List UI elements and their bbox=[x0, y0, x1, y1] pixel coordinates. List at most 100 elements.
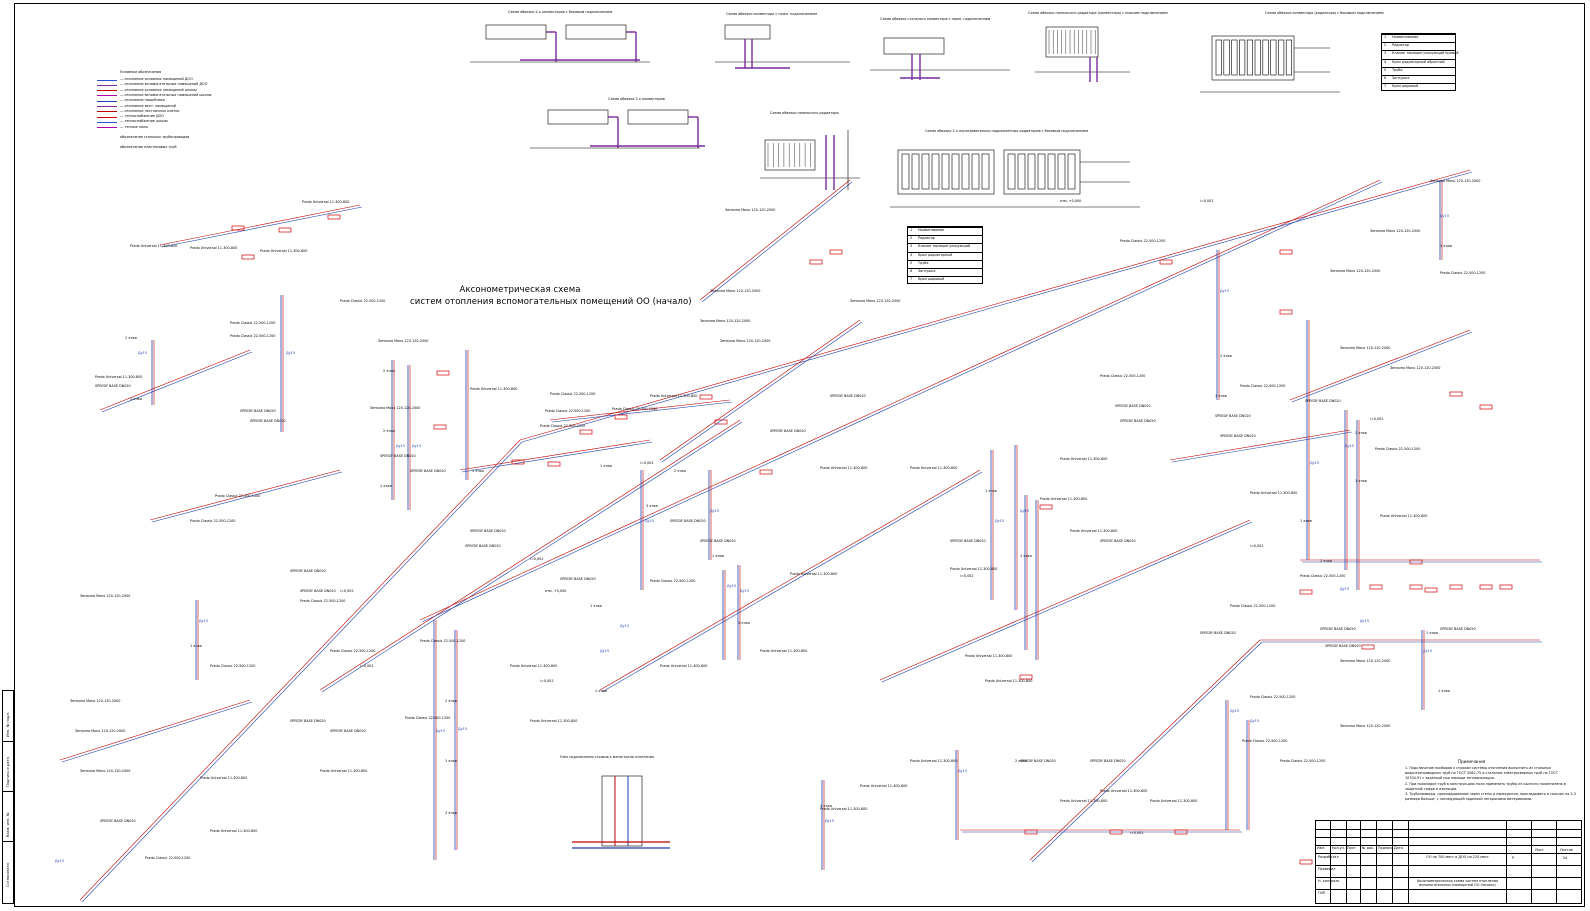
radiator-label: Prado Classic 22-500-1200 bbox=[405, 716, 451, 720]
valve-label: SPEEDY BASE DN020 bbox=[1200, 631, 1236, 635]
convector bbox=[565, 24, 627, 40]
radiator-section bbox=[961, 153, 970, 190]
detail-title-5: Схема обвязки конвектора (радиатора) с б… bbox=[1265, 11, 1384, 15]
radiator-section bbox=[1007, 153, 1016, 190]
stamp-sheets-label: Листов bbox=[1560, 848, 1573, 852]
strip-label: Согласовано bbox=[6, 862, 10, 887]
spec-row: Радиатор bbox=[918, 236, 935, 241]
radiator-label: Prado Classic 22-500-1200 bbox=[1242, 739, 1288, 743]
convector bbox=[627, 109, 689, 125]
spec-row: Кран шаровый bbox=[918, 277, 945, 282]
valve-label: SPEEDY BASE DN020 bbox=[1100, 539, 1136, 543]
spec-row: Наименование bbox=[1392, 35, 1419, 39]
valve-label: SPEEDY BASE DN020 bbox=[330, 729, 366, 733]
radiator-label: Prado Universal 11-300-800 bbox=[910, 466, 958, 470]
pipe-size-label: Ду15 bbox=[55, 859, 64, 863]
valve-label: SPEEDY BASE DN020 bbox=[250, 419, 286, 423]
radiator-symbol bbox=[1479, 404, 1493, 410]
main-trunk bbox=[1029, 639, 1261, 861]
radiator-label: Prado Universal 11-300-800 bbox=[1060, 457, 1108, 461]
radiator-symbol bbox=[231, 225, 245, 231]
radiator-symbol bbox=[579, 429, 593, 435]
pipe-size-label: Ду15 bbox=[1020, 509, 1029, 513]
radiator-label: Prado Universal 11-300-800 bbox=[965, 654, 1013, 658]
radiator-label: Prado Universal 11-300-800 bbox=[530, 719, 578, 723]
floor-marker: 1 этаж bbox=[190, 644, 203, 648]
floor-marker: 1 этаж bbox=[985, 489, 998, 493]
radiator-symbol bbox=[1449, 584, 1463, 590]
radiator-section bbox=[1047, 153, 1056, 190]
gradient-label: i=0,002 bbox=[1250, 544, 1264, 548]
radiator-label: Prado Classic 22-500-1200 bbox=[545, 409, 591, 413]
main-trunk bbox=[149, 469, 341, 521]
pipe-size-label: Ду15 bbox=[458, 727, 467, 731]
spec-index: 7 bbox=[910, 277, 913, 282]
legend-swatch bbox=[97, 111, 117, 113]
stamp-role: Н. контроль bbox=[1318, 879, 1340, 883]
title-block: ОО на 700 мест и ДОО на 220 мест Аксоном… bbox=[1315, 820, 1582, 904]
gradient-label: i=0,002 bbox=[1200, 199, 1214, 203]
strip-label: Инв. № подл. bbox=[6, 712, 10, 737]
main-trunk bbox=[79, 439, 521, 901]
radiator-section bbox=[1067, 153, 1076, 190]
radiator-symbol bbox=[547, 461, 561, 467]
radiator-label: Prado Universal 11-300-800 bbox=[510, 664, 558, 668]
drawing-title-line2: систем отопления вспомогательных помещен… bbox=[410, 297, 692, 307]
spec-row: Кран радиаторный bbox=[918, 252, 953, 257]
spec-index: 2 bbox=[910, 236, 913, 241]
radiator-label: Prado Universal 11-300-800 bbox=[1250, 491, 1298, 495]
radiator-section bbox=[941, 153, 950, 190]
detail-title-2: Схема обвязки конвектора с нижн. подключ… bbox=[726, 12, 817, 16]
radiator-section bbox=[1239, 39, 1246, 76]
floor-marker: 2 этаж bbox=[1015, 759, 1028, 763]
pipe-network bbox=[59, 169, 1542, 903]
legend-item: — отопление вспомогательных помещений ДО… bbox=[120, 82, 208, 87]
legend-swatch bbox=[97, 121, 117, 123]
radiator-label: Зенкина Mono 120-120-2000 bbox=[378, 339, 429, 343]
floor-marker: 1 этаж bbox=[1440, 244, 1453, 248]
main-trunk bbox=[61, 701, 253, 763]
radiator-label: Prado Universal 11-300-800 bbox=[790, 572, 838, 576]
drawing-frame bbox=[14, 3, 1585, 907]
pipe-size-label: Ду15 bbox=[199, 619, 208, 623]
pipe-size-label: Ду15 bbox=[620, 624, 629, 628]
main-trunk bbox=[1009, 169, 1471, 301]
floor-marker: 1 этаж bbox=[595, 689, 608, 693]
stamp-stage: Р bbox=[1512, 856, 1515, 860]
radiator-label: Prado Classic 22-500-1200 bbox=[230, 334, 276, 338]
radiator-label: Prado Universal 11-300-800 bbox=[1150, 799, 1198, 803]
radiator-symbol bbox=[1479, 584, 1493, 590]
valve-label: SPEEDY BASE DN020 bbox=[100, 819, 136, 823]
panel-radiator bbox=[897, 149, 995, 195]
valve-label: SPEEDY BASE DN020 bbox=[1115, 404, 1151, 408]
radiator-label: Prado Classic 22-500-1200 bbox=[1240, 384, 1286, 388]
radiator-label: Prado Universal 11-300-800 bbox=[860, 784, 908, 788]
note-line: водогазопроводных труб по ГОСТ 3262-75 и… bbox=[1405, 771, 1558, 776]
floor-marker: 2 этаж bbox=[125, 336, 138, 340]
radiator-symbol bbox=[809, 259, 823, 265]
radiator-label: Prado Universal 11-300-800 bbox=[210, 829, 258, 833]
radiator-label: Prado Universal 11-300-800 bbox=[1060, 799, 1108, 803]
spec-row: Кран шаровый bbox=[1392, 84, 1419, 89]
radiator-symbol bbox=[714, 419, 728, 425]
radiator-section bbox=[981, 153, 990, 190]
pipe-size-label: Ду15 bbox=[138, 351, 147, 355]
gradient-label: i=0,002 bbox=[360, 664, 374, 668]
pipe-size-label: Ду15 bbox=[1345, 444, 1354, 448]
legend-item: — отопление лестничных клеток bbox=[120, 108, 180, 113]
pipe-size-label: Ду15 bbox=[436, 729, 445, 733]
radiator-label: Prado Classic 22-500-1200 bbox=[300, 599, 346, 603]
legend-swatch bbox=[97, 116, 117, 118]
floor-marker: 3 этаж bbox=[646, 504, 659, 508]
main-trunk bbox=[101, 351, 253, 413]
floor-marker: 1 этаж bbox=[1355, 479, 1368, 483]
legend-item: — отопление вент. помещений bbox=[120, 103, 176, 108]
legend-item: — теплые полы bbox=[120, 124, 148, 129]
main-trunk bbox=[879, 519, 1251, 681]
radiator-label: Prado Universal 11-300-800 bbox=[260, 249, 308, 253]
valve-label: SPEEDY BASE DN020 bbox=[300, 589, 336, 593]
note-line: размера больше, с последующей заделкой н… bbox=[1405, 797, 1533, 802]
radiator-label: Prado Classic 22-500-1200 bbox=[190, 519, 236, 523]
stamp-object: ОО на 700 мест и ДОО на 220 мест bbox=[1426, 855, 1489, 859]
